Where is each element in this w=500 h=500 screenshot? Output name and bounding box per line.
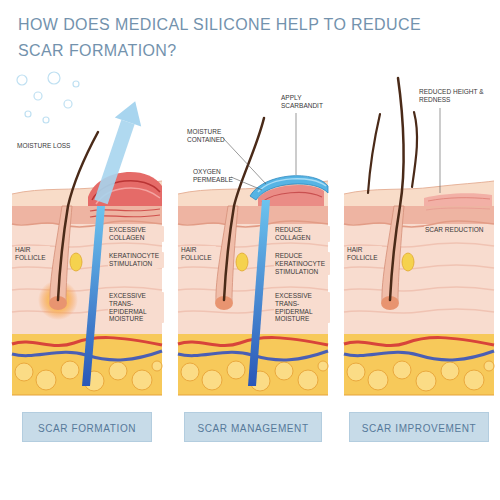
part-label: HAIR FOLLICLE	[180, 246, 216, 262]
leader-line	[440, 108, 441, 193]
part-label: REDUCE KERATINOCYTE STIMULATION	[274, 252, 330, 275]
part-label: SCAR REDUCTION	[424, 226, 492, 234]
stage-button: SCAR FORMATION	[22, 412, 152, 442]
bubble	[64, 100, 72, 108]
stage-name: SCAR IMPROVEMENT	[362, 423, 477, 434]
sheet-highlight	[258, 179, 326, 192]
stage-name: SCAR FORMATION	[38, 423, 136, 434]
collagen-layer	[426, 208, 490, 210]
part-label: HAIR FOLLICLE	[14, 246, 50, 262]
collagen-layer	[428, 198, 490, 201]
part-label: REDUCE COLLAGEN	[274, 226, 330, 242]
hair	[368, 114, 380, 193]
bubble	[17, 75, 27, 85]
bubble	[43, 117, 49, 123]
moisture-channel	[248, 200, 270, 386]
part-label: EXCESSIVE COLLAGEN	[108, 226, 164, 242]
part-label: KERATINOCYTE STIMULATION	[108, 252, 164, 268]
part-label: OXYGEN PERMEABLE	[192, 168, 236, 184]
bubble	[25, 111, 31, 117]
skin-layers	[178, 181, 328, 395]
flat-scar	[424, 193, 492, 206]
part-label: EXCESSIVE TRANS-EPIDERMAL MOISTURE	[274, 292, 330, 323]
part-label: EXCESSIVE TRANS-EPIDERMAL MOISTURE	[108, 292, 164, 323]
bubble	[34, 92, 42, 100]
part-label: MOISTURE LOSS	[16, 142, 88, 150]
part-label: HAIR FOLLICLE	[346, 246, 382, 262]
collagen-layer	[262, 192, 322, 202]
part-label: MOISTURE CONTAINED	[186, 128, 232, 144]
hair	[390, 78, 404, 300]
part-label: REDUCED HEIGHT & REDNESS	[418, 88, 492, 104]
scar-improvement-panel	[344, 78, 494, 395]
moisture-arrow	[101, 122, 128, 202]
stage-button: SCAR IMPROVEMENT	[349, 412, 490, 442]
stage-button: SCAR MANAGEMENT	[184, 412, 321, 442]
hair	[58, 132, 98, 300]
hair	[412, 112, 417, 187]
bubble	[48, 72, 60, 84]
moisture-channel	[82, 206, 105, 386]
moisture-arrowhead	[115, 101, 141, 126]
leader-line	[231, 177, 262, 190]
leader-line	[296, 113, 297, 175]
part-label: APPLY SCARBANDIT	[280, 94, 330, 110]
diagram-title: HOW DOES MEDICAL SILICONE HELP TO REDUCE…	[18, 12, 448, 64]
skin-layers	[344, 181, 494, 395]
bubble	[73, 81, 79, 87]
stage-name: SCAR MANAGEMENT	[197, 423, 308, 434]
skin-layers	[12, 181, 162, 395]
